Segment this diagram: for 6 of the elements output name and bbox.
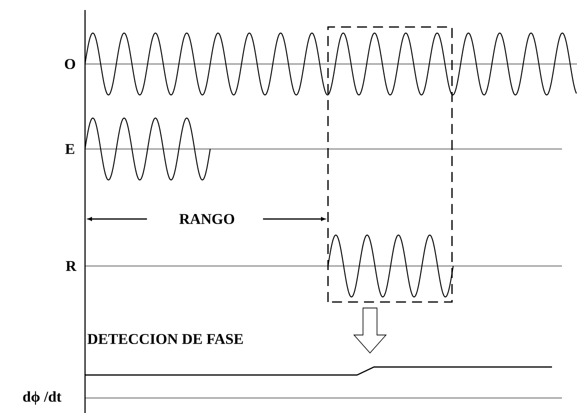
- axis-label: O: [64, 58, 76, 70]
- axis-label: RANGO: [179, 214, 234, 224]
- axis-label: DETECCION DE FASE: [87, 334, 243, 344]
- axis-label: R: [66, 261, 77, 271]
- axis-label: E: [65, 144, 74, 154]
- axis-label: dϕ /dt: [23, 391, 62, 405]
